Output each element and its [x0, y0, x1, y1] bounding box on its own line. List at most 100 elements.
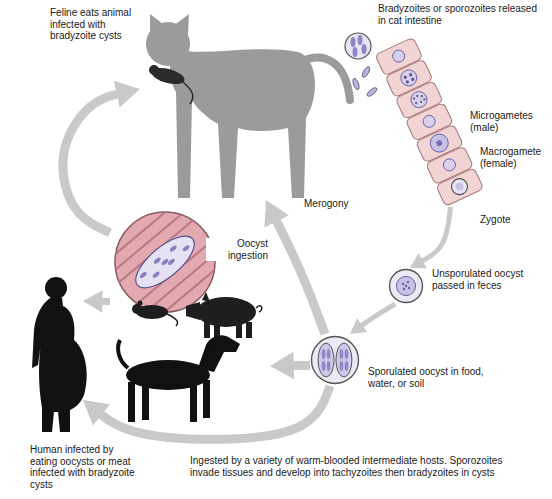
intestine-cells-part — [415, 102, 418, 105]
intestine-cells-part — [403, 75, 407, 79]
arrow-head — [83, 290, 103, 312]
muscle-cyst-part-part — [161, 258, 170, 266]
tissue-cyst-part — [361, 66, 371, 79]
intestine-cells-part — [436, 168, 484, 207]
dog-host-part — [190, 382, 197, 422]
stage-caption: Unsporulated oocyst passed in feces — [432, 268, 538, 291]
sporozoite — [322, 361, 326, 371]
pig-host-part — [186, 302, 200, 320]
intestine-cells-part — [435, 139, 443, 147]
arrow-shaft — [419, 207, 450, 263]
cat-figure-part — [150, 14, 189, 35]
tissue-cyst-part — [345, 33, 371, 59]
tissue-cyst-part — [366, 86, 378, 98]
human-host: Human infected by eating oocysts or meat… — [28, 268, 83, 433]
prey-rat — [149, 65, 193, 104]
intestine-cells-part — [408, 89, 429, 110]
muscle-cyst-part-part — [139, 271, 148, 279]
tissue-cyst-part — [352, 78, 361, 91]
cycle-arrow — [410, 207, 451, 268]
intestine-cells-part — [423, 98, 426, 101]
muscle-cyst-part — [128, 227, 202, 296]
granule — [402, 283, 404, 285]
muscle-cyst-part-part — [169, 244, 178, 252]
arrow-head — [410, 253, 427, 268]
intestine-cells-part — [421, 113, 437, 129]
dog-host-part — [203, 380, 210, 418]
muscle-cyst-part — [138, 237, 191, 285]
prey-rat-part — [183, 82, 193, 104]
stage-caption: Human infected by eating oocysts or meat… — [30, 444, 135, 490]
muscle-cyst-part-part — [152, 271, 161, 279]
dog-host-part — [198, 335, 240, 372]
pig-host-part — [202, 292, 210, 302]
stage-caption: Sporulated oocyst in food, water, or soi… — [368, 366, 486, 389]
sporozoite — [327, 349, 331, 359]
oocyst-outline — [388, 268, 424, 304]
sporulated-oocyst: Sporulated oocyst in food, water, or soi… — [310, 334, 360, 386]
rat-host-part — [167, 314, 178, 326]
stage-label: Microgametes (male) — [470, 110, 548, 133]
sporocyst — [318, 343, 334, 377]
sporocyst — [336, 343, 352, 377]
intestine-cells-part — [413, 97, 416, 100]
pig-host-part — [236, 322, 242, 338]
granule — [405, 285, 407, 287]
tissue-cyst-part — [353, 47, 358, 57]
arrow-head — [270, 352, 294, 379]
dog-host-part — [126, 360, 210, 390]
oocyst-outline — [310, 334, 360, 386]
cycle-arrow — [83, 290, 110, 312]
cat-stage: Feline eats animal infected with bradyzo… — [140, 15, 320, 200]
sporozoite — [340, 361, 344, 371]
tissue-cyst-part — [358, 35, 363, 45]
pig-host — [186, 292, 262, 338]
arrow-head — [83, 400, 110, 426]
intestine-cells-part — [411, 77, 415, 81]
pig-host-part — [204, 322, 210, 338]
sporozoite — [345, 349, 349, 359]
intestine-cells-part — [449, 176, 470, 197]
stage-caption: Bradyzoites or sporozoites released in c… — [378, 3, 543, 26]
sporozoite — [327, 361, 331, 371]
dog-host-part — [128, 382, 135, 422]
intestine-cells-part — [391, 48, 407, 64]
cycle-arrow — [270, 352, 310, 379]
stage-label: Zygote — [480, 214, 530, 226]
tissue-cyst-part — [362, 44, 367, 54]
label-anchor: Microgametes (male) — [470, 110, 548, 133]
stage-caption: Ingested by a variety of warm-blooded in… — [190, 455, 525, 478]
intestine-cells-part — [420, 100, 423, 103]
sporont — [396, 276, 415, 295]
pig-host-part — [256, 306, 262, 312]
oocyst-wall — [312, 337, 359, 384]
unsporulated-oocyst: Unsporulated oocyst passed in feces — [388, 268, 424, 304]
arrow-head — [350, 318, 367, 334]
sporozoite — [340, 349, 344, 359]
tissue-cyst — [345, 33, 378, 98]
intestine-cells — [375, 37, 484, 206]
intestine-cells-part — [409, 73, 413, 77]
rat-host-part — [138, 301, 143, 306]
arrow-shaft — [274, 216, 325, 334]
muscle-cyst-part-part — [182, 244, 191, 252]
granule — [408, 287, 410, 289]
intestine-cells-part — [420, 95, 423, 98]
arrow-shaft — [97, 386, 330, 439]
dog-host — [118, 335, 240, 422]
edge-label-anchor: Oocyst ingestion — [206, 238, 268, 261]
label-anchor: Zygote — [480, 214, 530, 226]
pregnant-woman-figure-part — [32, 298, 87, 432]
muscle-cyst-part-part — [153, 257, 162, 265]
rat-host-part — [132, 304, 142, 314]
intestine-cells-part — [427, 131, 451, 155]
arrow-head — [114, 81, 140, 108]
stage-label: Merogony — [304, 198, 364, 210]
dog-host-part — [142, 382, 149, 420]
cycle-arrow — [63, 81, 140, 233]
granule — [403, 288, 405, 290]
